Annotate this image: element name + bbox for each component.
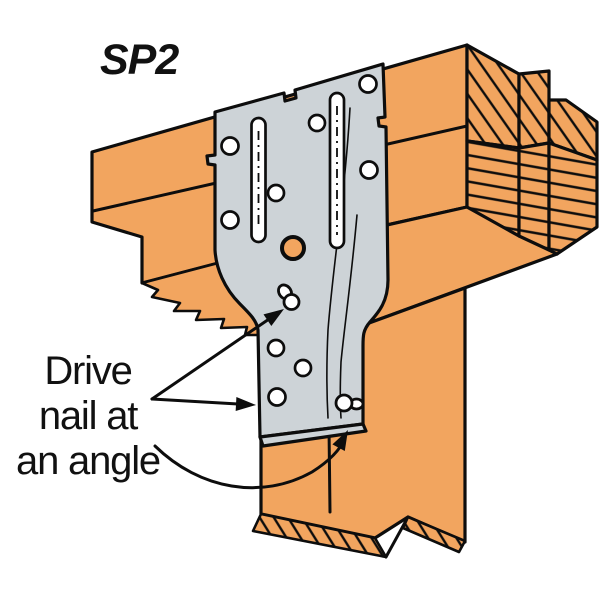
callout-line-1: Drive (44, 349, 133, 393)
beam-end-grain (465, 43, 599, 256)
arrow-to-upper-nail (150, 315, 274, 401)
arrow-to-plate-edge (150, 397, 240, 406)
stud-corner-line (327, 425, 332, 514)
callout-arrows (150, 309, 348, 490)
sp2-connector-plate (205, 62, 390, 448)
plate-slots (250, 91, 346, 250)
plate-holes (220, 74, 379, 407)
bolt-hole (280, 235, 306, 261)
callout-line-3: an angle (16, 439, 161, 483)
product-label: SP2 (100, 36, 179, 84)
callout-line-2: nail at (38, 394, 139, 438)
callout-text: Drive nail at an angle (0, 349, 180, 484)
arrow-to-lower-nail (153, 436, 347, 490)
nail-lower (334, 393, 365, 413)
plate-bottom-thickness (258, 422, 368, 448)
stud-torn-edge (251, 512, 467, 559)
nail-upper (277, 283, 301, 311)
